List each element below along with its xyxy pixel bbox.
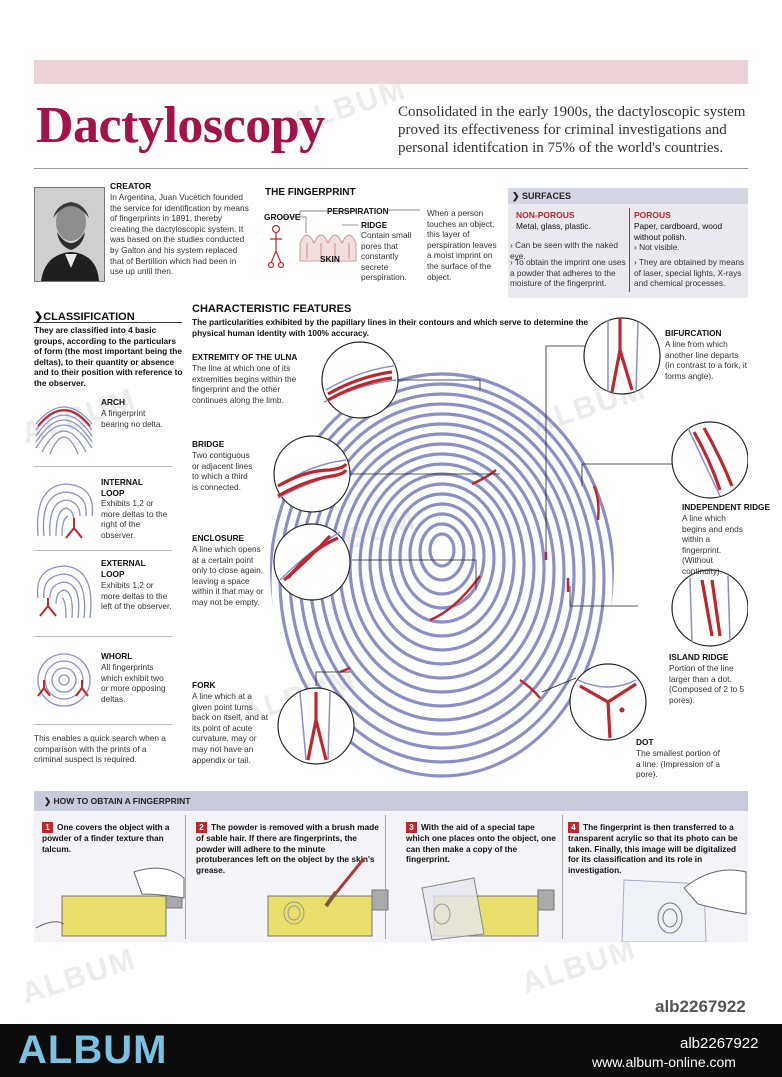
creator-portrait: [34, 187, 105, 282]
non-porous-bullet-1: › Can be seen with the naked eye.: [510, 240, 618, 261]
step-2-text: The powder is removed with a brush made …: [196, 822, 379, 875]
feature-independent-ridge-name: INDEPENDENT RIDGE: [682, 502, 771, 512]
skin-label: SKIN: [320, 254, 340, 264]
internal-loop-name: INTERNAL LOOP: [101, 477, 143, 498]
site-url-link[interactable]: www.album-online.com: [592, 1054, 736, 1070]
step-3-number: 3: [406, 822, 417, 833]
fingerprint-illustration: [270, 317, 748, 778]
step-divider: [562, 815, 563, 939]
external-loop-thumb: [36, 565, 92, 619]
classification-heading-label: CLASSIFICATION: [43, 311, 135, 323]
step-1-number: 1: [42, 822, 53, 833]
classification-rule: [34, 322, 182, 323]
header-band: [34, 60, 748, 84]
internal-loop-text: Exhibits 1,2 or more deltas to the right…: [101, 498, 168, 540]
porous-bullet-1-text: Not visible.: [639, 242, 680, 252]
surfaces-panel: [508, 188, 748, 298]
page-title: Dactyloscopy: [36, 97, 325, 154]
step-4-number: 4: [568, 822, 579, 833]
whorl-text: All fingerprints which exhibit two or mo…: [101, 662, 166, 704]
porous-heading: POROUS: [634, 210, 671, 220]
fingerprint-heading: THE FINGERPRINT: [265, 187, 356, 198]
fingerprint-note: When a person touches an object, this la…: [427, 208, 497, 282]
arch-name: ARCH: [101, 397, 125, 407]
watermark: ALBUM: [517, 932, 641, 1001]
feature-enclosure-text: A line which opens at a certain point on…: [192, 544, 264, 607]
feature-bridge-name: BRIDGE: [192, 439, 225, 449]
features-intro: The particularities exhibited by the pap…: [192, 317, 589, 338]
non-porous-bullet-2-text: To obtain the imprint one uses a powder …: [510, 257, 626, 289]
surfaces-heading-label: SURFACES: [522, 191, 572, 201]
porous-bullet-2: › They are obtained by means of laser, s…: [634, 257, 745, 289]
classification-footer: This enables a quick search when a compa…: [34, 733, 166, 765]
whorl-name: WHORL: [101, 651, 133, 661]
non-porous-examples: Metal, glass, plastic.: [516, 221, 591, 231]
features-heading: CHARACTERISTIC FEATURES: [192, 303, 352, 315]
classification-thumbnails: [35, 406, 94, 707]
surfaces-divider: [629, 208, 630, 292]
non-porous-bullet-1-text: Can be seen with the naked eye.: [510, 240, 618, 261]
feature-bifurcation-text: A line from which another line departs (…: [665, 339, 748, 381]
step-3-text: With the aid of a special tape which one…: [406, 822, 556, 865]
portrait-illustration: [35, 188, 104, 281]
feature-dot-name: DOT: [636, 737, 654, 747]
image-id: alb2267922: [680, 1035, 759, 1052]
feature-independent-ridge-text: A line which begins and ends within a fi…: [682, 513, 743, 576]
external-loop-name: EXTERNAL LOOP: [101, 558, 146, 579]
footer-bar: [0, 1024, 782, 1077]
class-divider: [34, 636, 172, 637]
feature-ulna-text: The line at which one of its extremities…: [192, 363, 297, 405]
feature-enclosure-name: ENCLOSURE: [192, 533, 245, 543]
feature-bridge-text: Two contiguous or adjacent lines to whic…: [192, 450, 253, 492]
groove-label: GROOVE: [264, 212, 301, 222]
intro-text: Consolidated in the early 1900s, the dac…: [398, 104, 746, 156]
step-divider: [385, 815, 386, 939]
classification-intro: They are classified into 4 basic groups,…: [34, 325, 183, 388]
howto-heading-label: HOW TO OBTAIN A FINGERPRINT: [53, 796, 191, 806]
image-id-top: alb2267922: [655, 997, 746, 1016]
feature-ulna-name: EXTREMITY OF THE ULNA: [192, 352, 298, 362]
creator-heading: CREATOR: [110, 181, 152, 191]
class-divider: [34, 466, 172, 467]
perspiration-label: PERSPIRATION: [327, 206, 389, 216]
ridge-label: RIDGE: [361, 220, 388, 230]
non-porous-heading: NON-POROUS: [516, 210, 575, 220]
step-4-text: The fingerprint is then transferred to a…: [568, 822, 738, 875]
feature-island-ridge-text: Portion of the line larger than a dot. (…: [669, 663, 745, 705]
non-porous-bullet-2: › To obtain the imprint one uses a powde…: [510, 257, 626, 289]
porous-examples: Paper, cardboard, wood without polish.: [634, 221, 723, 242]
arch-thumb: [35, 406, 93, 455]
album-logo[interactable]: ALBUM: [18, 1028, 168, 1072]
surfaces-heading: ❯ SURFACES: [508, 188, 748, 204]
feature-dot-text: The smallest portion of a line. (Impress…: [636, 748, 720, 780]
class-divider: [34, 724, 172, 725]
creator-text: In Argentina, Juan Vucetich founded the …: [110, 192, 249, 277]
header-divider: [34, 168, 748, 169]
feature-island-ridge-name: ISLAND RIDGE: [669, 652, 729, 662]
arch-text: A fingerprint bearing no delta.: [101, 408, 163, 429]
ridge-text: Contain small pores that constantly secr…: [361, 230, 412, 283]
watermark: ALBUM: [17, 942, 141, 1011]
feature-fork-text: A line which at a given point turns back…: [192, 691, 269, 765]
internal-loop-thumb: [36, 483, 94, 537]
howto-heading: ❯ HOW TO OBTAIN A FINGERPRINT: [34, 791, 748, 811]
porous-bullet-2-text: They are obtained by means of laser, spe…: [634, 257, 745, 289]
porous-bullet-1: › Not visible.: [634, 242, 680, 252]
step-1-text: One covers the object with a powder of a…: [42, 822, 170, 854]
skin-diagram: [267, 209, 420, 269]
step-2-number: 2: [196, 822, 207, 833]
class-divider: [34, 550, 172, 551]
step-divider: [185, 815, 186, 939]
feature-bifurcation-name: BIFURCATION: [665, 328, 722, 338]
feature-fork-name: FORK: [192, 680, 216, 690]
classification-heading: ❯CLASSIFICATION: [34, 311, 135, 323]
howto-illustrations: [35, 858, 747, 942]
external-loop-text: Exhibits 1,2 or more deltas to the left …: [101, 580, 172, 612]
